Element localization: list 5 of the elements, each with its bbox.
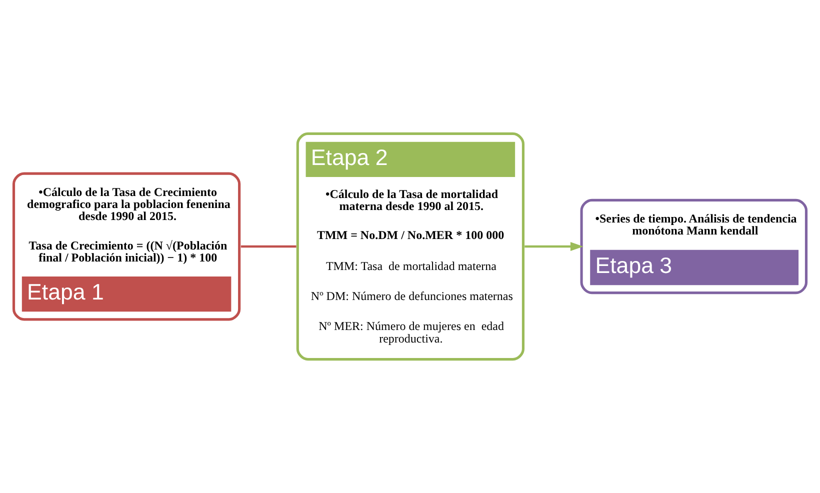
connector — [240, 245, 296, 248]
node-box: •Series de tiempo. Análisis de tendencia monótona Mann kendall Etapa 3 — [580, 198, 808, 294]
node-box: Etapa 2 •Cálculo de la Tasa de mortalidad materna desde 1990 al 2015. TMM = No.DM / No.MER * 100 000 TMM: Tasa de mortalidad materna Nº DM: Número de defunciones maternas Nº MER: Número de mujeres en edad reproductiva. — [296, 132, 524, 361]
node-box: •Cálculo de la Tasa de Crecimiento demografico para la poblacion fenenina desde 1990 al 2015. Tasa de Crecimiento = ((N √(Población final / Población inicial)) − 1) * 100 Etapa 1 — [12, 172, 241, 321]
arrow — [524, 242, 584, 252]
